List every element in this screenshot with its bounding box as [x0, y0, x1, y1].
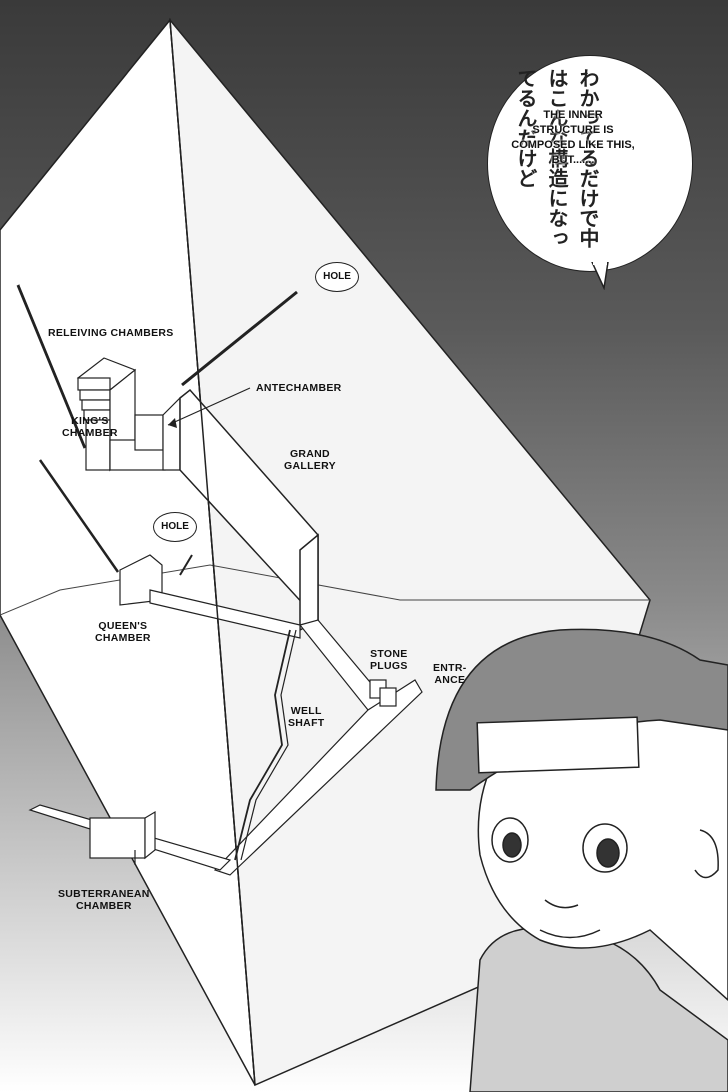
- label-entrance: ENTR- ANCE: [433, 662, 467, 686]
- queens-corridor: [38, 459, 301, 639]
- speech-english-text: THE INNER STRUCTURE IS COMPOSED LIKE THI…: [511, 109, 635, 166]
- label-well-line2: SHAFT: [288, 717, 325, 729]
- label-grand-line1: GRAND: [289, 448, 330, 460]
- label-well-line1: WELL: [290, 705, 322, 717]
- label-stone-line1: STONE: [370, 648, 408, 660]
- hole-label-lower: HOLE: [161, 521, 189, 532]
- label-well-shaft: WELL SHAFT: [288, 705, 325, 729]
- label-stone-plugs: STONE PLUGS: [370, 648, 408, 672]
- speech-bubble: [487, 55, 693, 272]
- label-antechamber: ANTECHAMBER: [256, 382, 342, 394]
- speech-japanese-text: わかってるだけで中はこんな構造になってるんだけど: [514, 68, 600, 248]
- antechamber-pointer: [167, 387, 251, 426]
- label-queens-line2: CHAMBER: [95, 632, 151, 644]
- character-figure: [435, 628, 728, 1092]
- speech-bubble-tail: [591, 262, 609, 290]
- label-sub-line1: SUBTERRANEAN: [58, 888, 150, 900]
- label-relieving-chambers: RELEIVING CHAMBERS: [48, 327, 174, 339]
- beanie-patch: [476, 716, 640, 774]
- label-stone-line2: PLUGS: [370, 660, 408, 672]
- hole-bubble-lower: HOLE: [153, 512, 197, 542]
- hole-label-upper: HOLE: [323, 271, 351, 282]
- label-grand-gallery: GRAND GALLERY: [284, 448, 336, 472]
- kings-chamber-block: [109, 396, 181, 471]
- subterranean-chamber: [28, 804, 232, 871]
- label-grand-line2: GALLERY: [284, 460, 336, 472]
- label-entrance-line1: ENTR-: [433, 662, 467, 674]
- label-kings-line1: KING'S: [71, 415, 109, 427]
- label-subterranean-chamber: SUBTERRANEAN CHAMBER: [58, 888, 150, 912]
- label-queens-line1: QUEEN'S: [98, 620, 148, 632]
- label-kings-chamber: KING'S CHAMBER: [62, 415, 118, 439]
- descending-passage: [213, 619, 423, 876]
- pyramid-base-line: [0, 564, 650, 616]
- label-queens-chamber: QUEEN'S CHAMBER: [95, 620, 151, 644]
- hole-bubble-upper: HOLE: [315, 262, 359, 292]
- well-shaft-line: [234, 629, 291, 861]
- label-kings-line2: CHAMBER: [62, 427, 118, 439]
- label-entrance-line2: ANCE: [434, 674, 466, 686]
- label-sub-line2: CHAMBER: [75, 900, 132, 912]
